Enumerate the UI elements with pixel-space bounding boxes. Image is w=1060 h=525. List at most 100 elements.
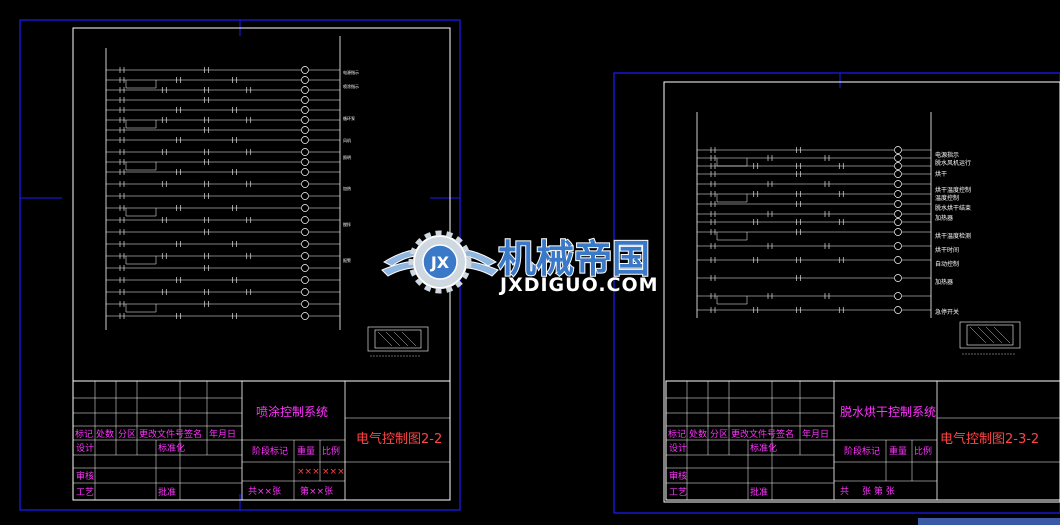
right-tb-sheet-no: 张 第 张: [862, 485, 895, 497]
right-rung-2: [697, 162, 931, 170]
watermark-cn: 机械帝国: [498, 237, 650, 281]
right-ladder-rungs: [697, 146, 931, 314]
left-tb-h-date: 年月日: [209, 428, 236, 440]
watermark-logo-letters: JX: [430, 253, 450, 272]
right-label-0: 电源指示: [935, 151, 959, 159]
left-tb-drawing-ref: 电气控制图2-2: [356, 431, 442, 447]
left-tb-sheet-total: 共××张: [248, 486, 281, 497]
left-rung-9: [106, 158, 340, 171]
left-rung-15: [106, 228, 340, 236]
left-tb-standard: 标准化: [158, 442, 185, 454]
left-tb-h-change: 更改文件号: [139, 428, 184, 440]
watermark-en: JXDIGUO.COM: [498, 274, 659, 296]
left-tb-design: 设计: [76, 442, 94, 454]
right-tb-h-date: 年月日: [802, 428, 829, 440]
right-tb-process: 工艺: [669, 487, 687, 498]
right-rung-13: [697, 292, 931, 305]
right-rung-6: [697, 200, 931, 208]
left-tb-h-count: 处数: [96, 428, 114, 440]
right-tb-h-zone: 分区: [710, 429, 728, 440]
left-rung-1: [106, 76, 340, 89]
right-label-8: 烘干时间: [935, 246, 959, 254]
left-rung-14: [106, 216, 340, 224]
right-inner-frame: [663, 81, 1060, 503]
right-tb-approve: 批准: [750, 486, 768, 498]
right-tb-title: 脱水烘干控制系统: [840, 404, 936, 419]
left-rung-6: [106, 126, 340, 134]
left-rung-13: [106, 204, 340, 217]
right-label-4: 温度控制: [935, 194, 959, 202]
left-label-1: 喷涂指示: [343, 83, 359, 89]
right-rung-12: [697, 274, 931, 282]
right-tb-stage: 阶段标记: [844, 445, 880, 457]
bottom-strip: [918, 518, 1060, 525]
left-rung-8: [106, 148, 340, 156]
right-tb-standard: 标准化: [750, 442, 777, 454]
right-rung-0: [697, 146, 931, 154]
right-label-10: 加热器: [935, 278, 953, 286]
right-label-5: 脱水烘干结束: [935, 204, 971, 212]
left-rung-10: [106, 168, 340, 176]
left-tb-process: 工艺: [76, 487, 94, 498]
left-rung-11: [106, 180, 340, 188]
right-label-3: 烘干温度控制: [935, 186, 971, 194]
left-label-6: 搅拌: [343, 221, 351, 227]
left-label-7: 报警: [343, 257, 351, 263]
left-rung-2: [106, 86, 340, 94]
right-tb-h-mark: 标记: [668, 428, 686, 440]
left-tb-h-zone: 分区: [118, 429, 136, 440]
right-rung-8: [697, 218, 931, 226]
left-tb-weight-value: ×××: [297, 467, 320, 477]
right-rung-3: [697, 170, 931, 178]
left-rung-4: [106, 106, 340, 114]
right-tb-scale: 比例: [914, 445, 932, 457]
left-label-2: 循环泵: [343, 115, 355, 121]
left-ladder-rungs: [106, 66, 340, 320]
right-label-7: 烘干温度检测: [935, 232, 971, 240]
right-rung-10: [697, 242, 931, 250]
right-tb-design: 设计: [669, 442, 687, 454]
left-rung-22: [106, 312, 340, 320]
right-titleblock: 脱水烘干控制系统 电气控制图2-3-2 标记 处数 分区 更改文件号 签名 年月…: [665, 380, 1060, 501]
left-rung-21: [106, 300, 340, 313]
right-tb-sheet-total: 共: [840, 486, 849, 497]
right-tb-h-sign: 签名: [776, 428, 794, 440]
left-tb-scale-value: ×××: [322, 467, 345, 477]
left-rung-18: [106, 264, 340, 272]
left-tb-sheet-no: 第××张: [300, 485, 333, 497]
left-label-0: 电源指示: [343, 69, 359, 75]
left-side-labels: 电源指示 喷涂指示 循环泵 风机 照明 加热 搅拌 报警: [343, 69, 359, 263]
left-rung-7: [106, 136, 340, 144]
right-label-6: 加热器: [935, 214, 953, 222]
right-rung-1: [697, 154, 931, 167]
left-sheet: 电源指示 喷涂指示 循环泵 风机 照明 加热 搅拌 报警: [19, 19, 461, 511]
left-rung-16: [106, 240, 340, 248]
left-tb-weight: 重量: [297, 445, 315, 457]
right-label-2: 烘干: [935, 170, 947, 178]
left-rung-5: [106, 116, 340, 129]
left-label-3: 风机: [343, 137, 351, 143]
right-sheet: 电源指示 脱水风机运行 烘干 烘干温度控制 温度控制 脱水烘干结束 加热器 烘干…: [613, 72, 1060, 514]
right-rung-14: [697, 306, 931, 314]
right-rung-11: [697, 256, 931, 264]
watermark: JX 机械帝国 JXDIGUO.COM: [381, 230, 659, 296]
left-tb-stage: 阶段标记: [252, 445, 288, 457]
left-rung-20: [106, 288, 340, 296]
right-tb-drawing-ref: 电气控制图2-3-2: [940, 431, 1039, 447]
left-tb-scale: 比例: [322, 445, 340, 457]
left-rung-19: [106, 276, 340, 284]
right-rung-9: [697, 228, 931, 241]
left-rung-17: [106, 252, 340, 265]
winged-gear-icon: JX: [381, 230, 499, 294]
left-tb-h-sign: 签名: [184, 428, 202, 440]
left-titleblock: 喷涂控制系统 电气控制图2-2 标记 处数 分区 更改文件号 签名 年月日 设计…: [72, 380, 451, 501]
left-tb-approve: 批准: [158, 486, 176, 498]
left-label-5: 加热: [343, 185, 351, 191]
right-tb-h-change: 更改文件号: [731, 428, 776, 440]
left-tb-h-mark: 标记: [75, 428, 93, 440]
right-label-9: 自动控制: [935, 260, 959, 268]
left-rung-3: [106, 96, 340, 104]
right-tb-h-count: 处数: [689, 428, 707, 440]
right-label-1: 脱水风机运行: [935, 159, 971, 167]
